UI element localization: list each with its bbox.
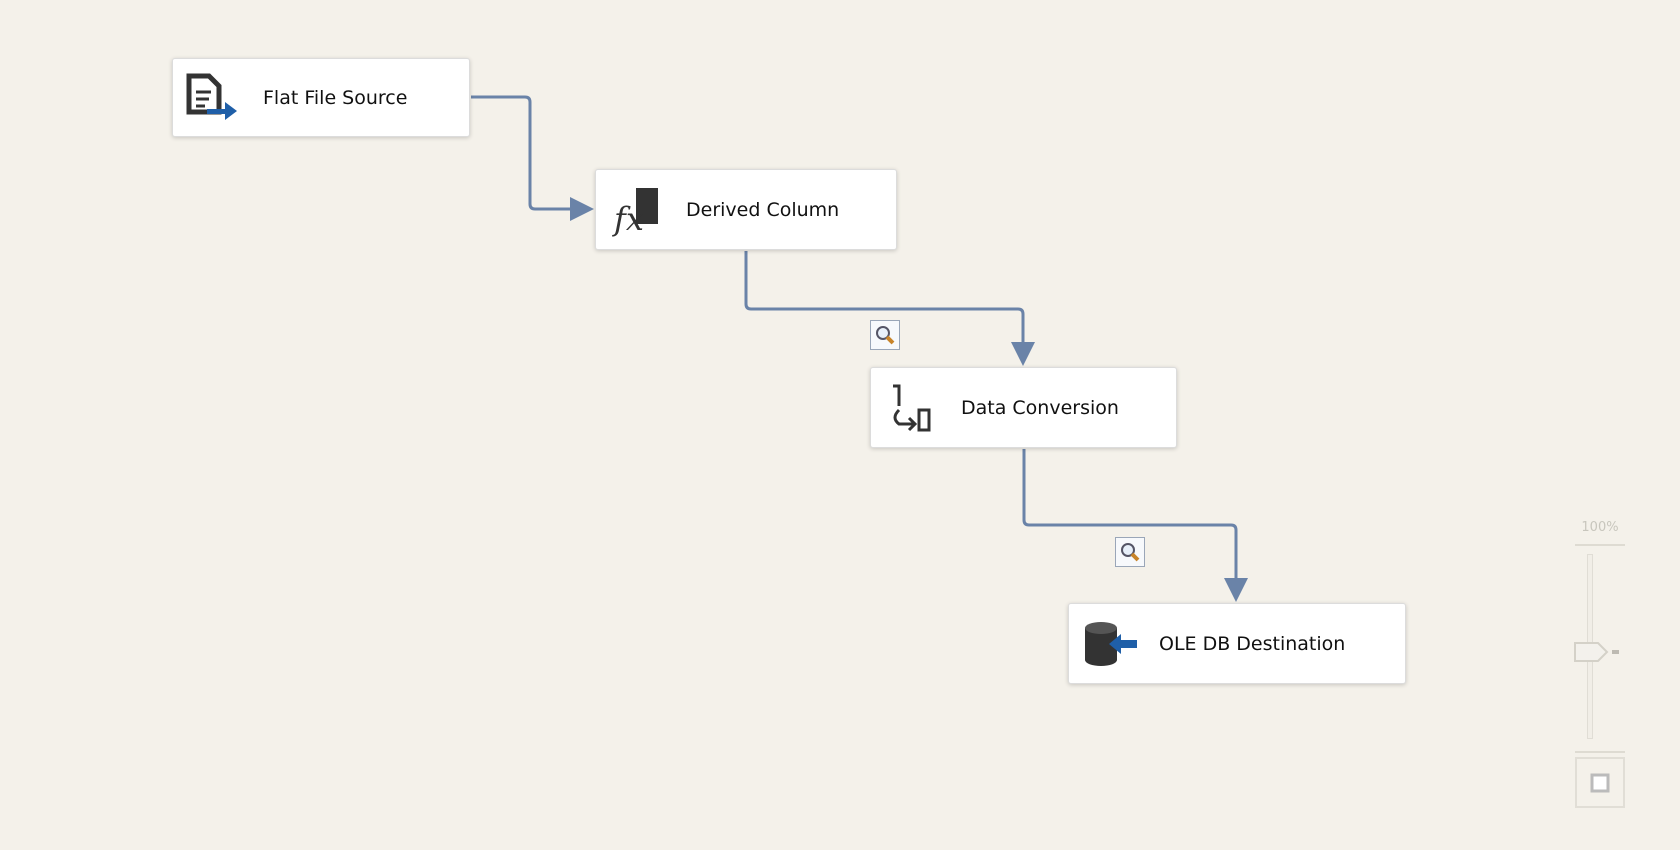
component-label: Flat File Source bbox=[263, 86, 408, 109]
path-flatfile-to-derived[interactable] bbox=[471, 95, 594, 221]
flat-file-source-component[interactable]: Flat File Source bbox=[172, 58, 470, 137]
flat-file-source-icon bbox=[183, 68, 243, 128]
component-label: OLE DB Destination bbox=[1159, 632, 1346, 655]
divider bbox=[1575, 751, 1625, 753]
component-label: Data Conversion bbox=[961, 396, 1119, 419]
divider bbox=[1575, 544, 1625, 546]
svg-text:fx: fx bbox=[612, 200, 644, 238]
path-conversion-to-destination[interactable] bbox=[1022, 449, 1248, 602]
derived-column-component[interactable]: fx Derived Column bbox=[595, 169, 897, 250]
data-conversion-component[interactable]: Data Conversion bbox=[870, 367, 1177, 448]
data-conversion-icon bbox=[881, 378, 941, 438]
data-viewer-icon[interactable] bbox=[870, 320, 900, 350]
path-derived-to-conversion[interactable] bbox=[744, 251, 1035, 366]
component-label: Derived Column bbox=[686, 198, 840, 221]
ole-db-destination-component[interactable]: OLE DB Destination bbox=[1068, 603, 1406, 684]
data-viewer-icon[interactable] bbox=[1115, 537, 1145, 567]
ole-db-destination-icon bbox=[1079, 614, 1139, 674]
fit-icon bbox=[1590, 773, 1610, 792]
zoom-slider-thumb[interactable] bbox=[1574, 640, 1624, 668]
derived-column-icon: fx bbox=[606, 180, 666, 240]
zoom-to-fit-button[interactable] bbox=[1575, 757, 1625, 808]
zoom-level-label: 100% bbox=[1581, 520, 1619, 535]
